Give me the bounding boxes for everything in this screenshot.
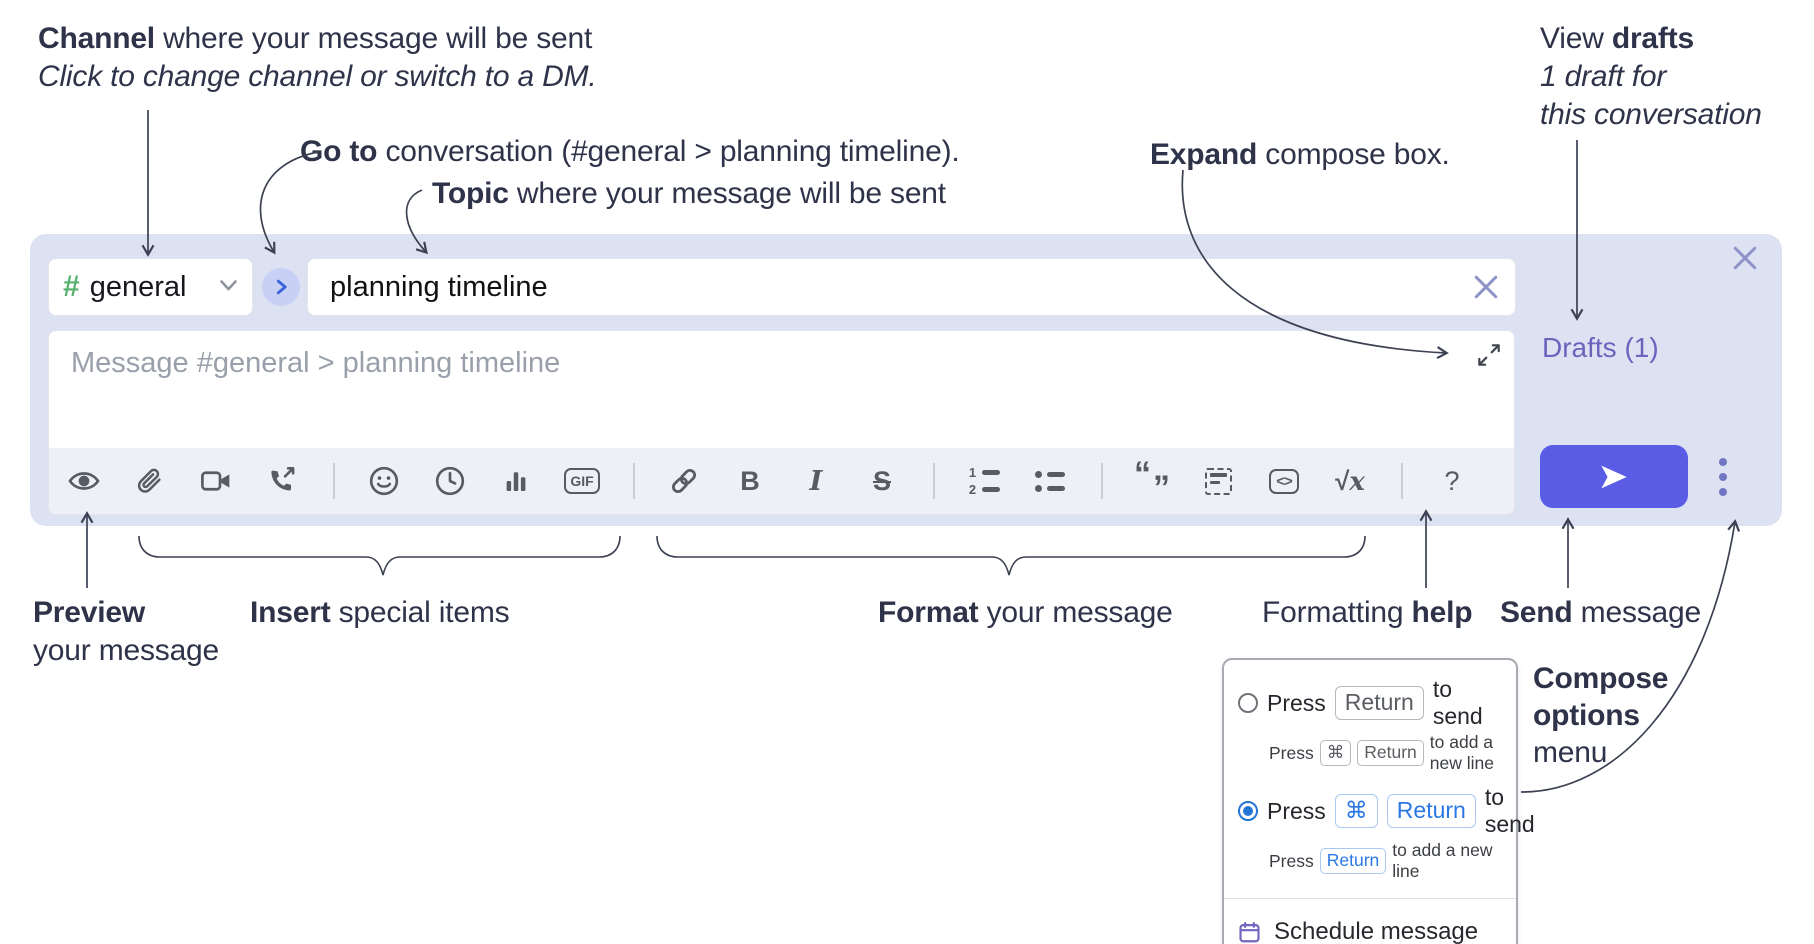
formatting-help-icon[interactable]: ? bbox=[1433, 460, 1471, 502]
channel-name: general bbox=[89, 270, 187, 303]
annotation-view-drafts: View drafts 1 draft for this conversatio… bbox=[1540, 22, 1762, 131]
numbered-list-icon[interactable]: 1 2 bbox=[965, 460, 1003, 502]
calendar-icon bbox=[1239, 921, 1260, 942]
chevron-right-icon bbox=[276, 279, 287, 295]
radio-option-cmd-return-to-send[interactable]: Press ⌘ Return to send bbox=[1238, 784, 1535, 838]
annotation-topic: Topic where your message will be sent bbox=[432, 177, 946, 210]
annotation-send: Send message bbox=[1500, 596, 1702, 629]
annotation-format: Format your message bbox=[878, 596, 1173, 629]
compose-options-popup: Press Return to send Press ⌘ Return to a… bbox=[1222, 658, 1535, 944]
gif-icon[interactable]: GIF bbox=[563, 460, 601, 502]
math-icon[interactable]: √x bbox=[1331, 460, 1369, 502]
annotation-compose-options: Compose options menu bbox=[1533, 662, 1669, 769]
toolbar-divider bbox=[1101, 463, 1103, 499]
toolbar-divider bbox=[333, 463, 335, 499]
compose-toolbar: GIF B I S 1 2 bbox=[49, 448, 1514, 514]
drafts-link[interactable]: Drafts (1) bbox=[1542, 332, 1659, 363]
annotation-preview: Preview your message bbox=[33, 596, 220, 667]
annotation-goto: Go to conversation (#general > planning … bbox=[300, 135, 960, 168]
annotation-expand: Expand compose box. bbox=[1150, 138, 1450, 171]
message-input[interactable]: Message #general > planning timeline bbox=[71, 347, 561, 379]
link-icon[interactable] bbox=[665, 460, 703, 502]
radio-option-cmd-return-to-send-hint: Press Return to add a new line bbox=[1269, 840, 1493, 881]
annotation-channel: Channel where your message will be sent … bbox=[38, 22, 597, 93]
radio-unselected-icon[interactable] bbox=[1238, 693, 1258, 713]
topic-field-wrap bbox=[307, 258, 1516, 316]
toolbar-divider bbox=[633, 463, 635, 499]
poll-bar-chart-icon[interactable] bbox=[497, 460, 535, 502]
go-to-conversation-button[interactable] bbox=[262, 268, 300, 306]
global-time-clock-icon[interactable] bbox=[431, 460, 469, 502]
radio-option-return-to-send[interactable]: Press Return to send bbox=[1238, 676, 1502, 730]
strikethrough-icon[interactable]: S bbox=[863, 460, 901, 502]
video-call-icon[interactable] bbox=[197, 460, 235, 502]
brace-insert bbox=[138, 535, 621, 576]
compose-options-kebab-icon[interactable] bbox=[1710, 452, 1736, 502]
italic-icon[interactable]: I bbox=[797, 460, 835, 502]
toolbar-divider bbox=[933, 463, 935, 499]
popup-divider bbox=[1224, 898, 1516, 899]
code-icon[interactable]: <> bbox=[1265, 460, 1303, 502]
close-compose-icon[interactable] bbox=[1730, 244, 1760, 274]
compose-box: # general Message #general > planning ti… bbox=[30, 234, 1782, 526]
brace-format bbox=[656, 535, 1366, 576]
toolbar-divider bbox=[1401, 463, 1403, 499]
annotation-formatting-help: Formatting help bbox=[1262, 596, 1473, 629]
menu-item-schedule-message[interactable]: Schedule message bbox=[1238, 911, 1502, 944]
radio-selected-icon[interactable] bbox=[1238, 801, 1258, 821]
emoji-icon[interactable] bbox=[365, 460, 403, 502]
clear-topic-icon[interactable] bbox=[1472, 273, 1500, 301]
bold-icon[interactable]: B bbox=[731, 460, 769, 502]
annotation-insert: Insert special items bbox=[250, 596, 510, 629]
attach-paperclip-icon[interactable] bbox=[131, 460, 169, 502]
message-box: Message #general > planning timeline bbox=[48, 330, 1515, 515]
channel-hash-icon: # bbox=[63, 270, 80, 303]
topic-input[interactable] bbox=[307, 258, 1516, 316]
chevron-down-icon bbox=[219, 278, 238, 297]
expand-compose-icon[interactable] bbox=[1474, 341, 1504, 371]
quote-icon[interactable]: “” bbox=[1134, 455, 1170, 507]
audio-call-icon[interactable] bbox=[263, 460, 301, 502]
send-arrow-icon bbox=[1601, 465, 1627, 488]
bulleted-list-icon[interactable] bbox=[1031, 460, 1069, 502]
radio-option-return-to-send-hint: Press ⌘ Return to add a new line bbox=[1269, 732, 1494, 773]
preview-eye-icon[interactable] bbox=[65, 460, 103, 502]
channel-selector[interactable]: # general bbox=[48, 258, 253, 316]
spoiler-icon[interactable] bbox=[1199, 460, 1237, 502]
send-button[interactable] bbox=[1540, 445, 1688, 508]
